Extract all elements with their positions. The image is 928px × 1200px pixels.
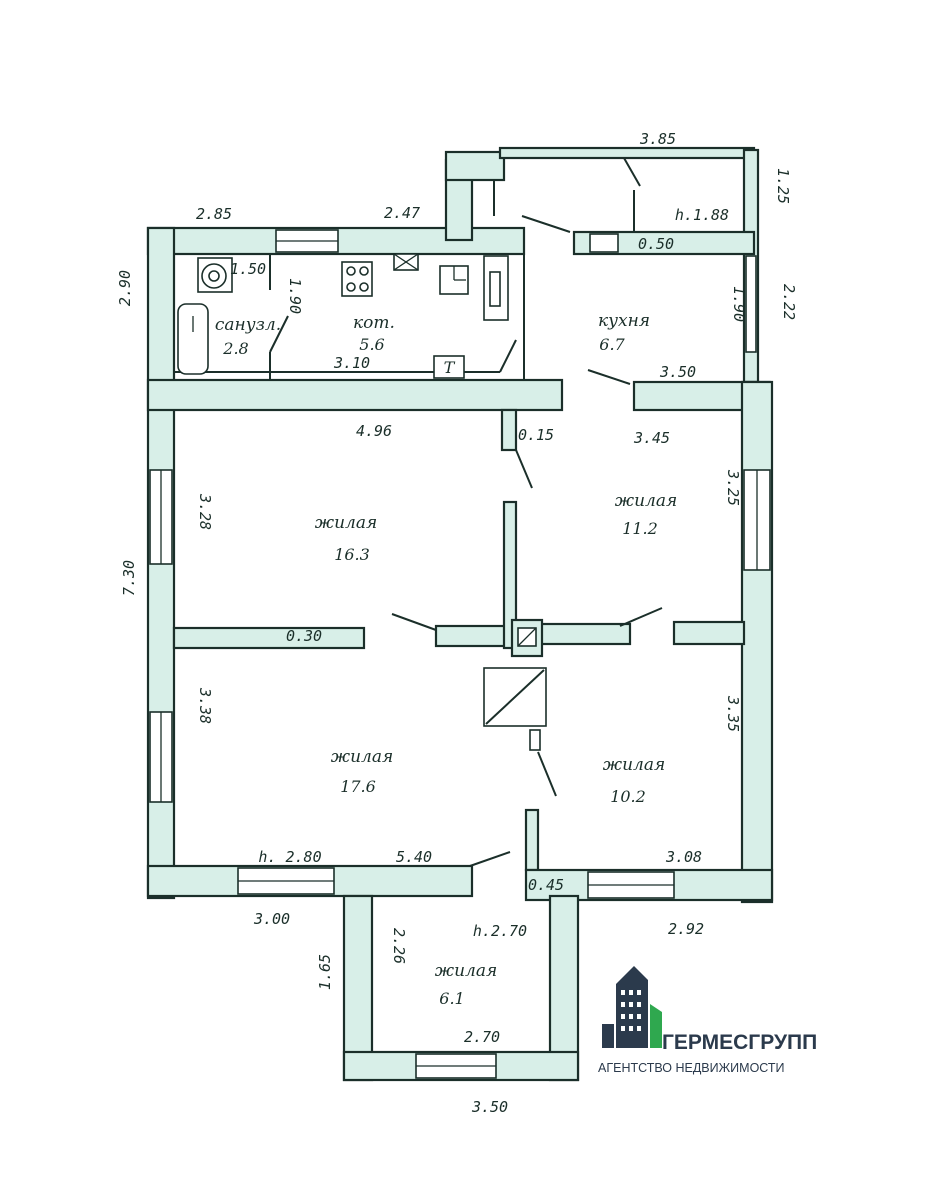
dim-label: 5.40 xyxy=(396,848,432,866)
dim-label: 2.70 xyxy=(464,1028,500,1046)
dim-label: 3.50 xyxy=(471,1098,508,1116)
door-bath xyxy=(269,315,289,353)
dim-label: 2.85 xyxy=(196,205,232,223)
dim-label: 0.30 xyxy=(286,627,322,645)
dim-label: 1.65 xyxy=(316,954,334,990)
room-area-bathroom: 2.8 xyxy=(222,339,248,358)
room-area-living-4: 10.2 xyxy=(610,787,646,806)
building-icon xyxy=(602,966,662,1048)
stove-mark: T xyxy=(444,358,456,377)
dim-label: 2.22 xyxy=(780,284,798,320)
stove-mark-box xyxy=(433,355,465,379)
dim-label: 3.08 xyxy=(665,848,702,866)
dim-label: 4.96 xyxy=(356,422,392,440)
room-area-living-5: 6.1 xyxy=(439,989,464,1008)
dim-label: h. 2.80 xyxy=(258,848,321,866)
door-bottom xyxy=(469,851,511,867)
wall-veranda-top xyxy=(498,146,756,160)
room-label-kitchen: кухня xyxy=(598,311,650,331)
wall-vert-c xyxy=(524,808,540,872)
dim-label: 3.28 xyxy=(196,493,214,530)
door-living-16 xyxy=(515,449,533,489)
room-area-living-2: 11.2 xyxy=(622,519,658,538)
wall-vert-b xyxy=(502,500,518,650)
wall-veranda-corner xyxy=(444,150,506,182)
dim-label: 3.38 xyxy=(196,687,214,724)
bathtub-icon xyxy=(177,303,209,375)
dim-label: 2.92 xyxy=(668,920,704,938)
dim-label: 3.10 xyxy=(333,354,370,372)
dim-label: 1.50 xyxy=(230,260,266,278)
room-label-boiler: кот. xyxy=(353,313,395,333)
room-area-living-1: 16.3 xyxy=(334,545,370,564)
dim-label: 3.85 xyxy=(639,130,676,148)
wall-small-left xyxy=(342,894,374,1082)
dim-label: 0.50 xyxy=(638,235,674,253)
wall-vert-a xyxy=(500,408,518,452)
doors xyxy=(269,157,663,867)
windows xyxy=(149,229,771,1079)
room-label-living-2: жилая xyxy=(615,491,678,511)
stove-icon xyxy=(341,261,373,297)
window-kitchen-top xyxy=(589,233,619,253)
door-veranda-entry xyxy=(521,215,571,233)
oven-door-icon xyxy=(529,729,541,751)
company-logo: ГЕРМЕСГРУПП АГЕНТСТВО НЕДВИЖИМОСТИ xyxy=(598,966,817,1075)
room-label-living-4: жилая xyxy=(603,755,666,775)
dim-label: 1.90 xyxy=(286,278,304,314)
dim-label: 2.90 xyxy=(116,270,134,306)
dim-label: h.2.70 xyxy=(473,922,527,940)
window-kitchen-right xyxy=(745,255,757,353)
wall-right xyxy=(740,380,774,904)
logo-tagline: АГЕНТСТВО НЕДВИЖИМОСТИ xyxy=(598,1061,785,1075)
room-area-living-3: 17.6 xyxy=(340,777,376,796)
door-living-10 xyxy=(537,751,557,797)
dim-label: 3.45 xyxy=(633,429,670,447)
dim-label: 0.15 xyxy=(518,426,554,444)
wall-small-right xyxy=(548,894,580,1082)
room-label-living-5: жилая xyxy=(435,961,498,981)
door-kitchen xyxy=(587,369,631,385)
dim-label: 3.35 xyxy=(724,695,742,732)
dim-label: 1.25 xyxy=(774,168,792,204)
door-living-11 xyxy=(619,607,663,627)
room-area-boiler: 5.6 xyxy=(359,335,384,354)
room-area-kitchen: 6.7 xyxy=(599,335,625,354)
dim-label: 7.30 xyxy=(120,560,138,596)
door-veranda xyxy=(623,157,641,187)
logo-name: ГЕРМЕСГРУПП xyxy=(662,1031,817,1054)
wall-corridor xyxy=(146,378,564,412)
fixtures: T xyxy=(177,253,547,751)
dim-label: 3.00 xyxy=(253,910,290,928)
room-label-living-1: жилая xyxy=(315,513,378,533)
dim-label: h.1.88 xyxy=(675,206,729,224)
dim-label: 1.90 xyxy=(730,286,748,322)
wall-partition-right-a xyxy=(538,622,632,646)
door-living-17 xyxy=(391,613,437,631)
wall-partition-left xyxy=(172,626,366,650)
room-label-bathroom: санузл. xyxy=(215,315,281,335)
door-service xyxy=(499,339,517,373)
wall-partition-right-b xyxy=(672,620,746,646)
room-labels: санузл. 2.8 кот. 5.6 кухня 6.7 жилая 16.… xyxy=(215,311,677,1008)
dim-label: 3.25 xyxy=(724,469,742,506)
dimension-labels: 2.85 2.47 3.85 1.25 h.1.88 0.50 2.90 1.5… xyxy=(116,130,798,1116)
dim-label: 3.50 xyxy=(659,363,696,381)
dim-label: 2.47 xyxy=(384,204,420,222)
dim-label: 2.26 xyxy=(390,928,408,964)
room-label-living-3: жилая xyxy=(331,747,394,767)
wall-partition-mid xyxy=(434,624,514,648)
dim-label: 0.45 xyxy=(528,876,564,894)
wall-kitchen-top xyxy=(572,230,756,256)
